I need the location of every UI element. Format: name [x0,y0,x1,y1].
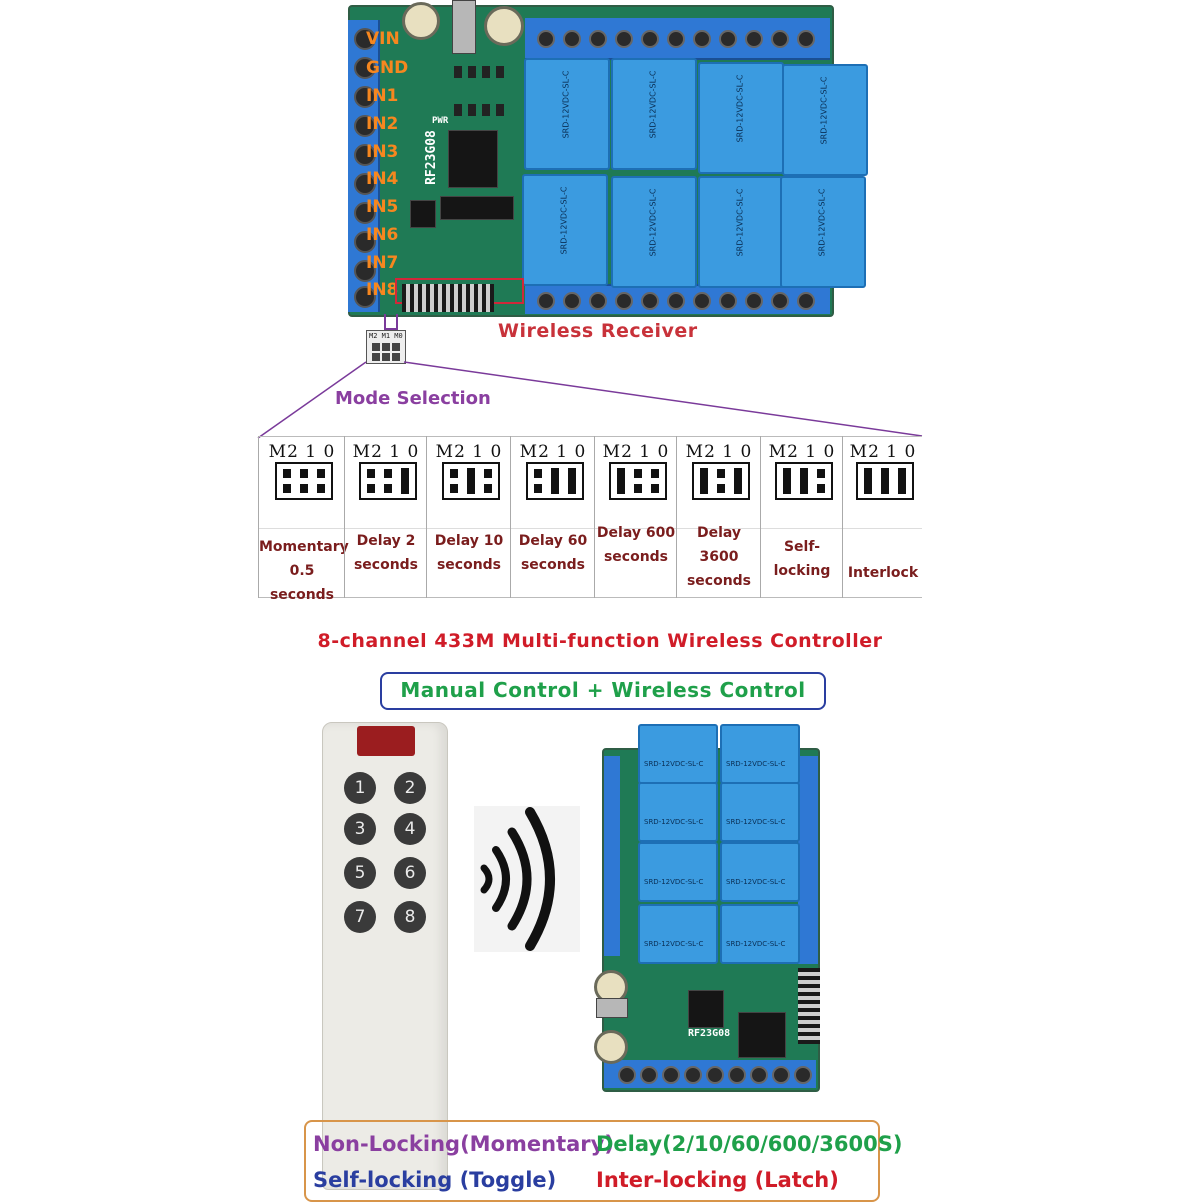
relay: SRD-12VDC-SL-C [638,782,718,842]
receiver-module-pins [798,968,820,1044]
remote-led-window [357,726,415,756]
wireless-signal-icon [474,806,580,952]
remote-button-8[interactable]: 8 [394,901,426,933]
relay-terminal-left [604,756,620,956]
led-row [454,104,510,116]
driver-chip [440,196,514,220]
pin-label-gnd: GND [366,58,409,78]
jumper-pointer [384,314,398,330]
mode-momentary: M2 1 0 Momentary 0.5 seconds [258,436,349,603]
relay: SRD-12VDC-SL-C [638,842,718,902]
relay: SRD-12VDC-SL-C [698,62,784,174]
pin-label-in8: IN8 [366,280,399,300]
mode-delay-2: M2 1 0 Delay 2 seconds [344,436,427,598]
pin-label-in2: IN2 [366,114,399,134]
mode-interlock: M2 1 0 Interlock [842,436,923,598]
relay: SRD-12VDC-SL-C [611,58,697,170]
led-row [454,66,510,78]
relay: SRD-12VDC-SL-C [720,842,800,902]
capacitor [484,6,524,46]
input-terminal-bottom [604,1060,816,1088]
mode-table: M2 1 0 Momentary 0.5 seconds M2 1 0 Dela… [258,436,923,603]
jumper-block: M2 M1 M0 [366,330,406,364]
relay: SRD-12VDC-SL-C [522,174,608,286]
relay: SRD-12VDC-SL-C [638,904,718,964]
relay: SRD-12VDC-SL-C [611,176,697,288]
wireless-receiver-label: Wireless Receiver [498,320,698,342]
pin-label-in7: IN7 [366,253,399,273]
mode-delay-3600: M2 1 0 Delay 3600 seconds [676,436,761,598]
receiver-module-pins [402,284,494,312]
regulator [452,0,476,54]
remote-button-3[interactable]: 3 [344,813,376,845]
pin-label-in4: IN4 [366,169,399,189]
mcu-chip [448,130,498,188]
mode-selection-title: Mode Selection [335,388,491,409]
remote-button-1[interactable]: 1 [344,772,376,804]
relay: SRD-12VDC-SL-C [720,782,800,842]
pin-label-in1: IN1 [366,86,399,106]
control-subtitle-box: Manual Control + Wireless Control [380,672,826,710]
pin-label-in6: IN6 [366,225,399,245]
board-model-label: RF23G08 [688,1028,731,1039]
mode-delay-600: M2 1 0 Delay 600 seconds [594,436,677,598]
relay: SRD-12VDC-SL-C [524,58,610,170]
driver-chip [738,1012,786,1058]
relay-terminal-right [798,756,818,964]
remote-button-2[interactable]: 2 [394,772,426,804]
control-subtitle: Manual Control + Wireless Control [400,678,806,702]
zoom-lines [257,361,923,439]
relay: SRD-12VDC-SL-C [720,724,800,784]
legend-self-locking: Self-locking (Toggle) [313,1168,557,1192]
driver-chip [410,200,436,228]
remote-button-5[interactable]: 5 [344,857,376,889]
mode-delay-10: M2 1 0 Delay 10 seconds [426,436,511,598]
remote-button-6[interactable]: 6 [394,857,426,889]
mode-self-locking: M2 1 0 Self-locking [760,436,843,598]
remote-button-4[interactable]: 4 [394,813,426,845]
legend-inter-locking: Inter-locking (Latch) [596,1168,839,1192]
relay-terminal-top [525,18,830,60]
main-title: 8-channel 433M Multi-function Wireless C… [317,630,883,652]
mode-delay-60: M2 1 0 Delay 60 seconds [510,436,595,598]
legend-non-locking: Non-Locking(Momentary) [313,1132,614,1156]
capacitor [594,1030,628,1064]
input-terminal-block [348,20,380,312]
relay: SRD-12VDC-SL-C [780,176,866,288]
pwr-label: PWR [432,116,449,126]
pin-label-vin: VIN [366,29,400,49]
legend-delay: Delay(2/10/60/600/3600S) [596,1132,903,1156]
pin-label-in5: IN5 [366,197,399,217]
regulator [596,998,628,1018]
remote-control [322,722,448,1190]
capacitor [402,2,440,40]
remote-button-7[interactable]: 7 [344,901,376,933]
relay: SRD-12VDC-SL-C [638,724,718,784]
relay: SRD-12VDC-SL-C [720,904,800,964]
mcu-chip [688,990,724,1028]
pin-label-in3: IN3 [366,142,399,162]
relay: SRD-12VDC-SL-C [782,64,868,176]
